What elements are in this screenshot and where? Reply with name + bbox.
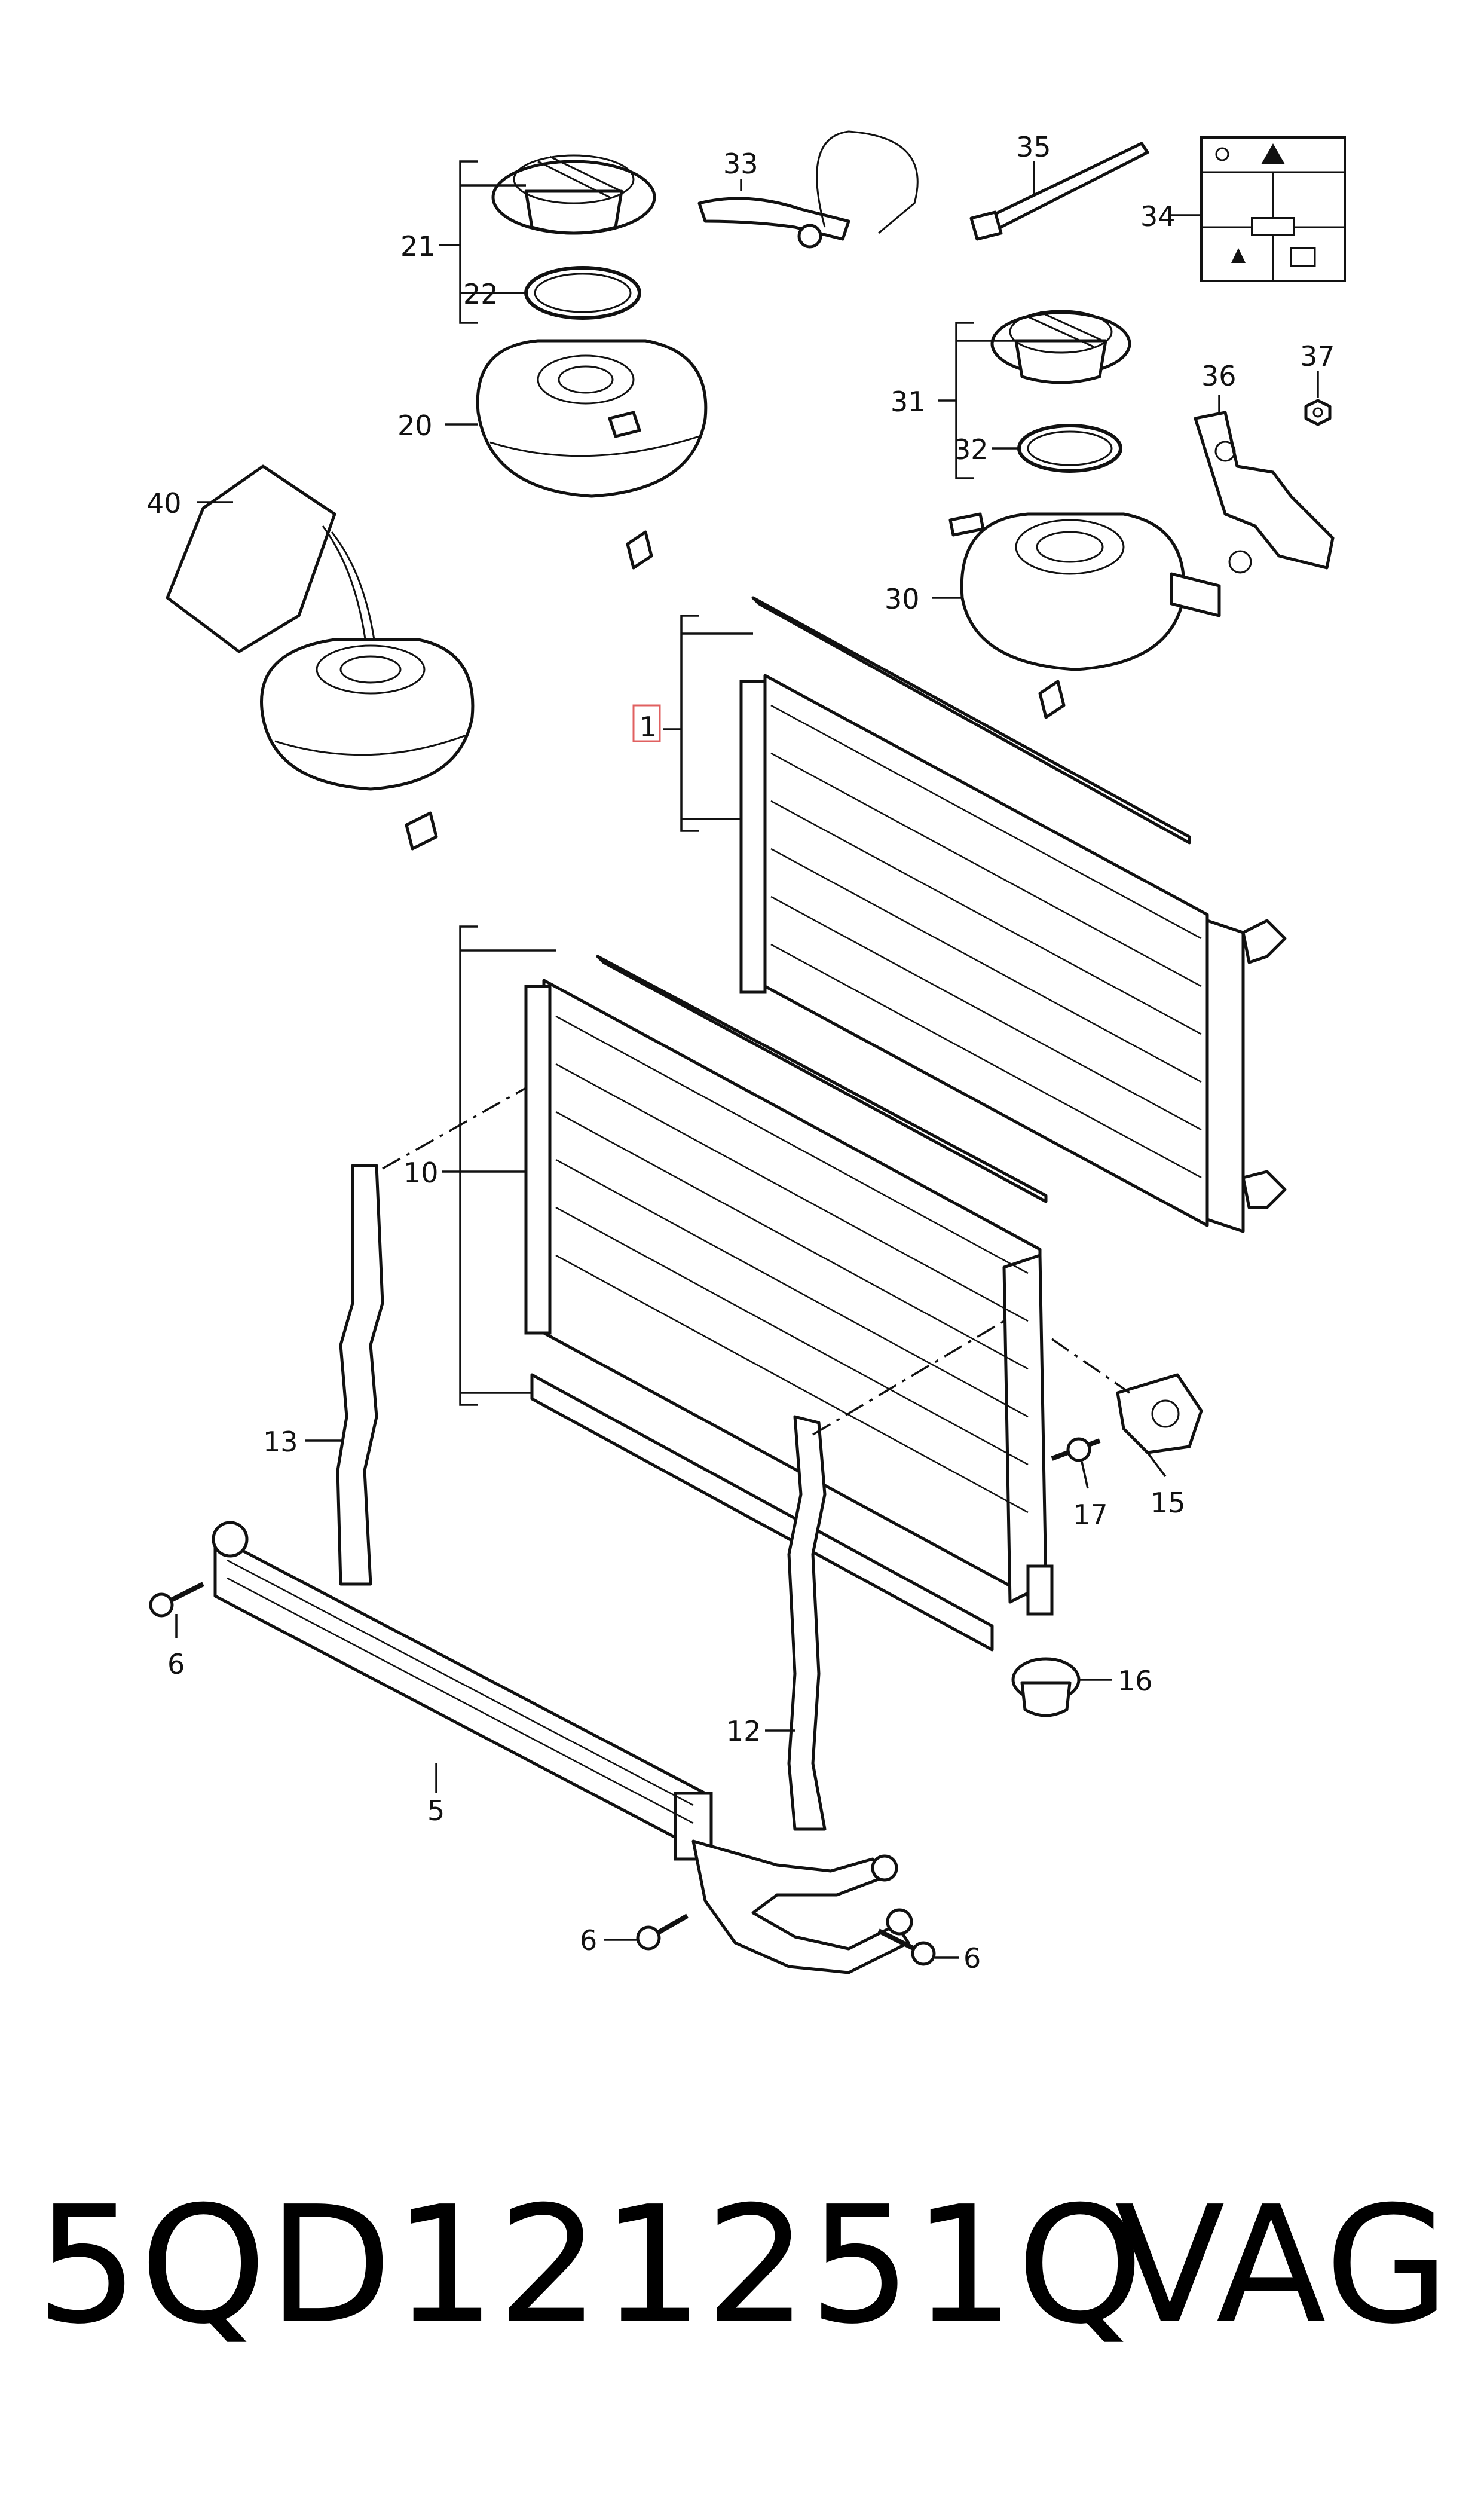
callout-34: 34 — [1140, 200, 1176, 233]
expansion-tank-20 — [476, 339, 708, 570]
leader-lines — [175, 160, 1319, 1959]
callout-12: 12 — [726, 1715, 761, 1747]
callout-10: 10 — [403, 1157, 439, 1189]
callout-16: 16 — [1118, 1665, 1153, 1697]
callout-20: 20 — [397, 409, 433, 442]
screw-6c — [877, 1928, 936, 1966]
reservoir-cap-21 — [491, 154, 656, 235]
callout-5: 5 — [427, 1794, 445, 1827]
callout-22: 22 — [463, 278, 498, 310]
callout-labels: 1 5 6 6 6 10 12 13 15 16 17 20 21 22 30 … — [146, 131, 1335, 1974]
callout-36: 36 — [1201, 360, 1237, 392]
seal-strip-12 — [787, 1415, 827, 1831]
radiator-1 — [739, 596, 1287, 1233]
mount-15 — [1116, 1373, 1203, 1454]
cable-tie-35 — [969, 142, 1149, 241]
screw-6a — [149, 1582, 204, 1618]
seal-strip-13 — [336, 1164, 384, 1586]
screw-6b — [636, 1913, 689, 1951]
brand-name: VAG — [1115, 2171, 1451, 2359]
callout-6: 6 — [580, 1924, 597, 1956]
callout-31: 31 — [891, 386, 926, 418]
bracket-36 — [1194, 411, 1335, 574]
callout-33: 33 — [723, 148, 758, 180]
callout-37: 37 — [1300, 340, 1335, 372]
callout-13: 13 — [263, 1426, 298, 1458]
expansion-tank-30 — [948, 512, 1221, 719]
coolant-bottle-40 — [166, 464, 378, 658]
callout-17: 17 — [1073, 1499, 1108, 1531]
seal-ring-32 — [1017, 424, 1122, 473]
callout-6: 6 — [167, 1648, 185, 1680]
warning-label-34 — [1200, 136, 1346, 282]
callout-15: 15 — [1151, 1487, 1186, 1519]
part-number: 5QD121251Q — [36, 2171, 1145, 2359]
clamp-33 — [697, 130, 919, 249]
dash-lines — [382, 1087, 1130, 1436]
reservoir-cap-31 — [990, 310, 1131, 384]
callout-30: 30 — [885, 583, 920, 615]
nut-37 — [1304, 399, 1332, 426]
seal-ring-22 — [524, 266, 641, 320]
callout-1: 1 — [640, 711, 657, 743]
auxiliary-cooler-5 — [212, 1521, 913, 1974]
screw-17 — [1051, 1437, 1101, 1462]
callout-6: 6 — [963, 1942, 981, 1974]
expansion-tank-40 — [260, 638, 475, 851]
callout-40: 40 — [146, 487, 182, 519]
rubber-bush-16 — [1011, 1657, 1081, 1717]
condenser-10 — [524, 955, 1054, 1652]
callout-32: 32 — [953, 433, 989, 466]
callout-21: 21 — [400, 230, 436, 262]
callout-35: 35 — [1016, 131, 1051, 163]
highlight-box — [632, 704, 661, 742]
